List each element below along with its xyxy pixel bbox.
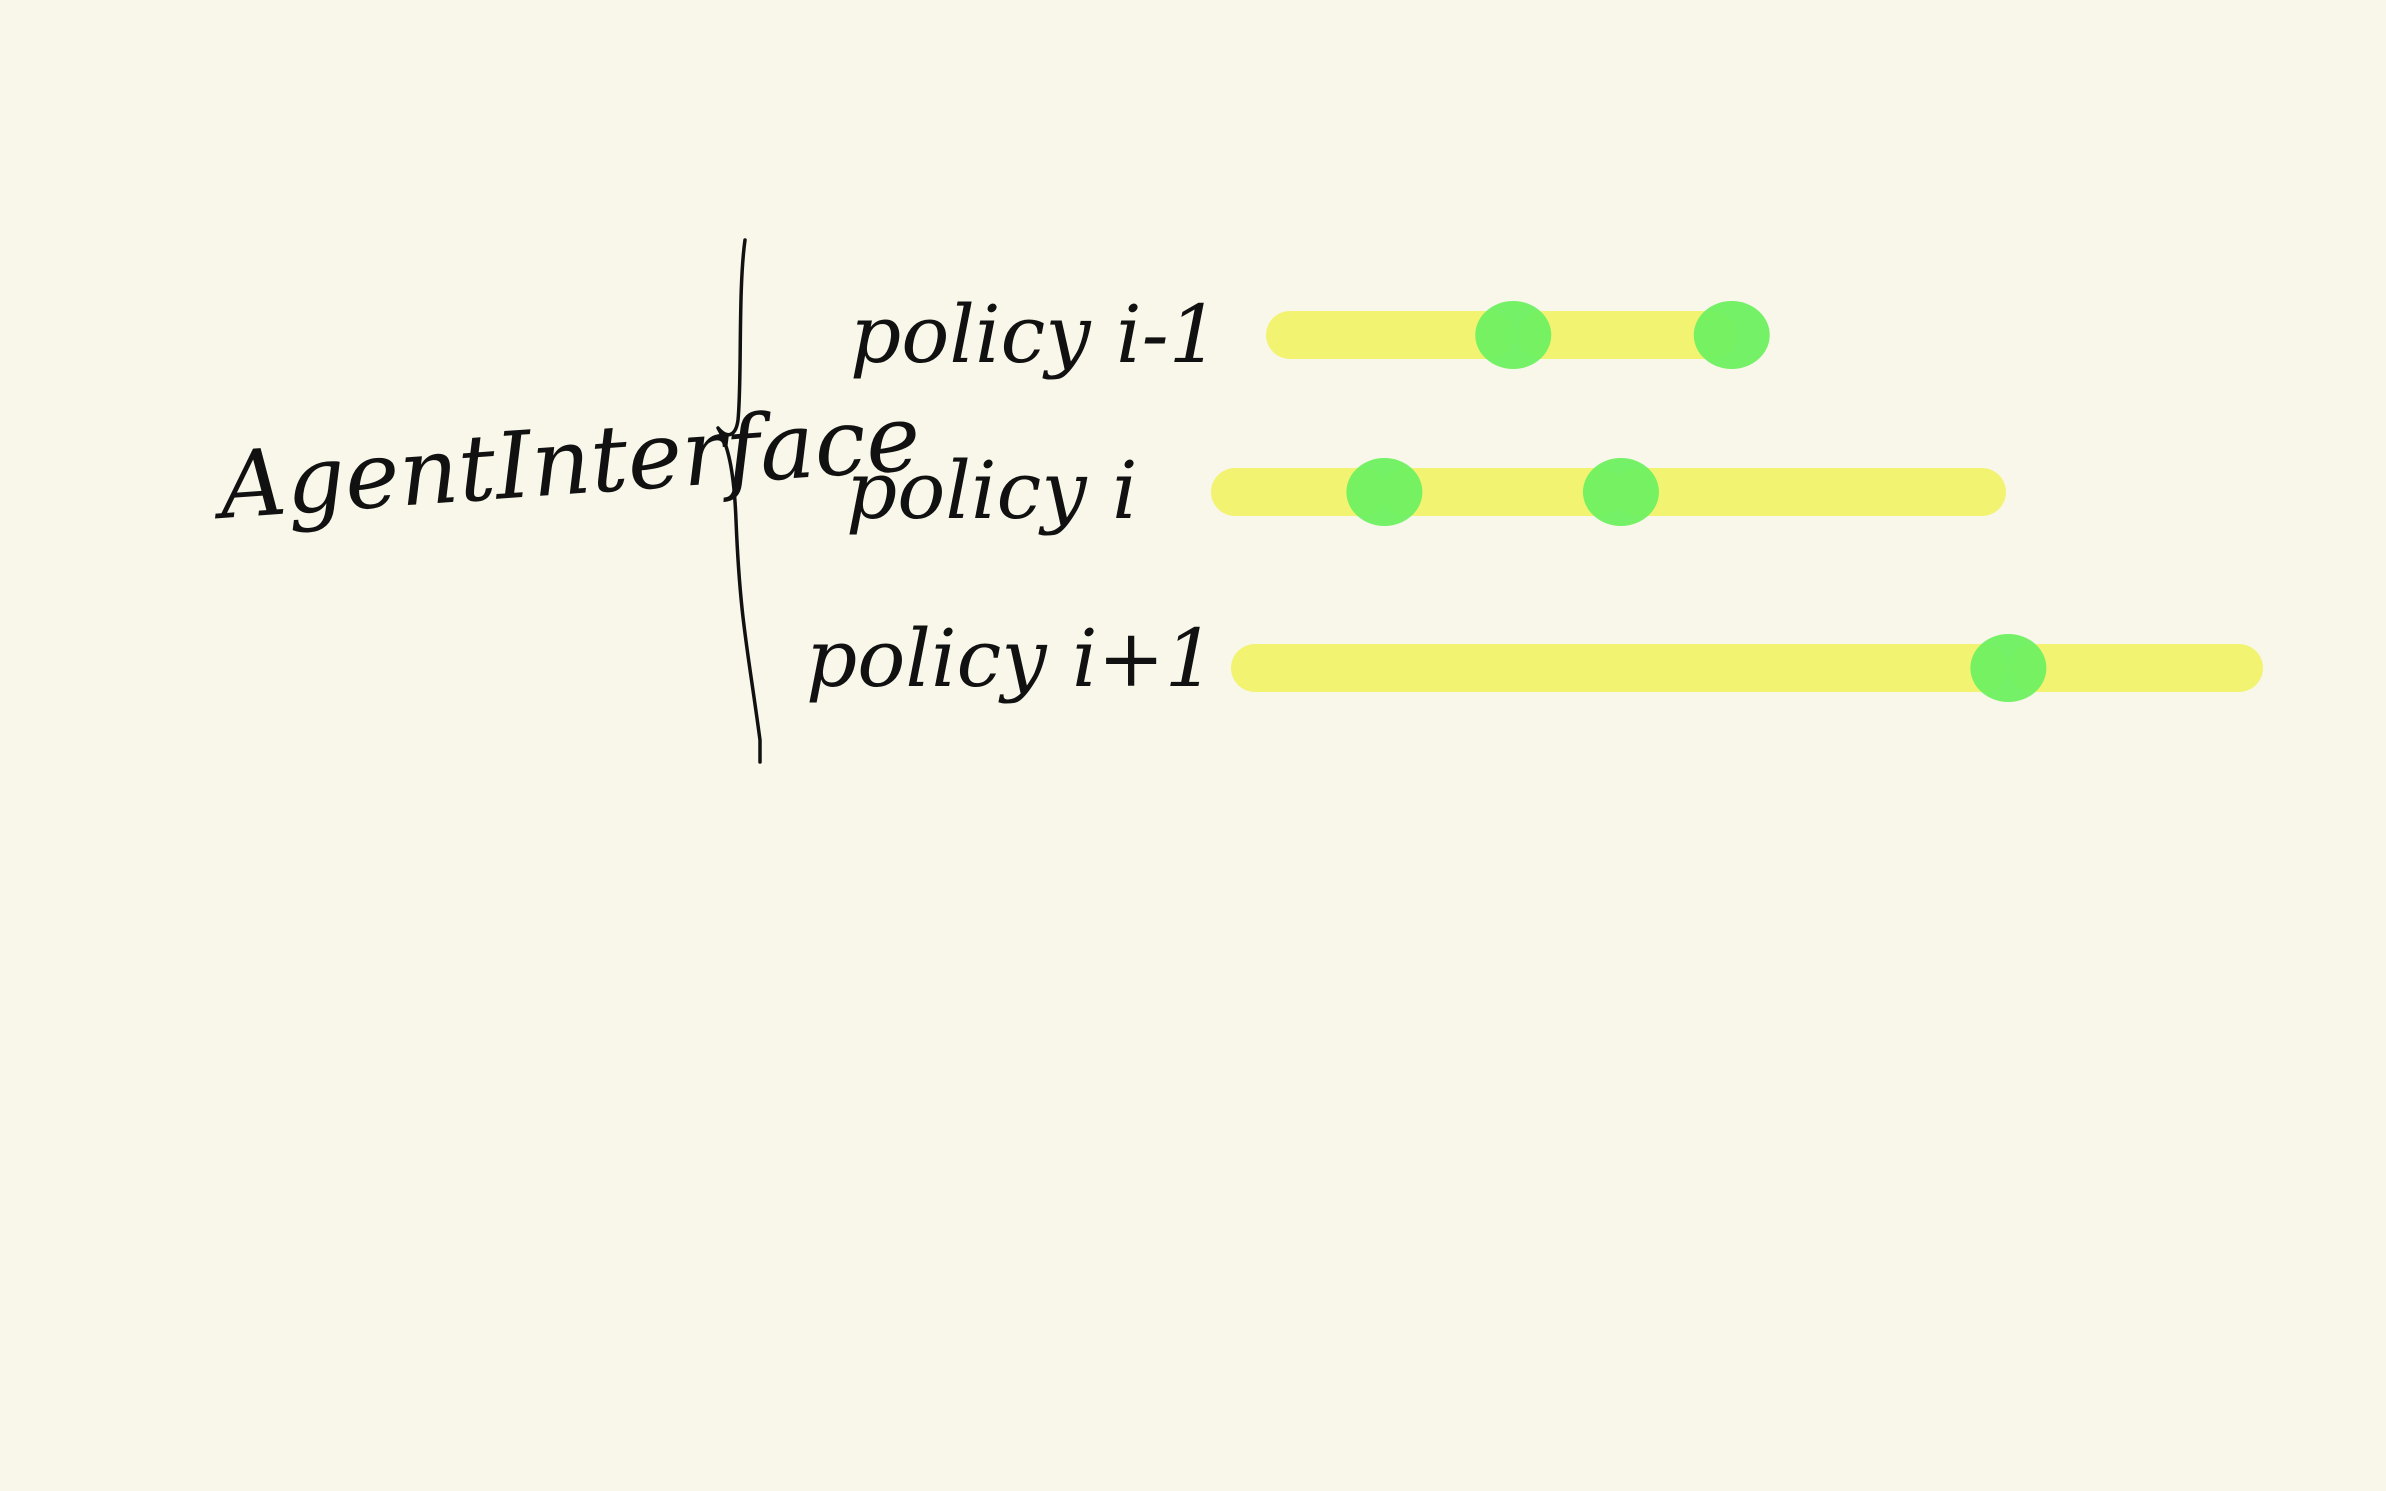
marker-dot (1346, 458, 1423, 526)
brace-icon (716, 238, 762, 764)
policy-row: policy i-1 (850, 288, 1770, 381)
policy-label: policy i (846, 444, 1138, 537)
marker-dot (1693, 301, 1770, 369)
policy-label: policy i+1 (806, 612, 1216, 705)
marker-dot (1970, 634, 2047, 702)
timeline-track (1231, 634, 2263, 702)
agent-interface-label: AgentInterface (208, 384, 924, 540)
policy-row: policy i (846, 444, 2006, 537)
policy-rows: policy i-1 policy i policy i+1 (806, 288, 2263, 705)
policy-row: policy i+1 (806, 612, 2263, 705)
marker-dot (1475, 301, 1552, 369)
marker-dot (1582, 458, 1659, 526)
timeline-track (1266, 301, 1770, 369)
policy-label: policy i-1 (850, 288, 1220, 381)
timeline-track (1211, 458, 2006, 526)
